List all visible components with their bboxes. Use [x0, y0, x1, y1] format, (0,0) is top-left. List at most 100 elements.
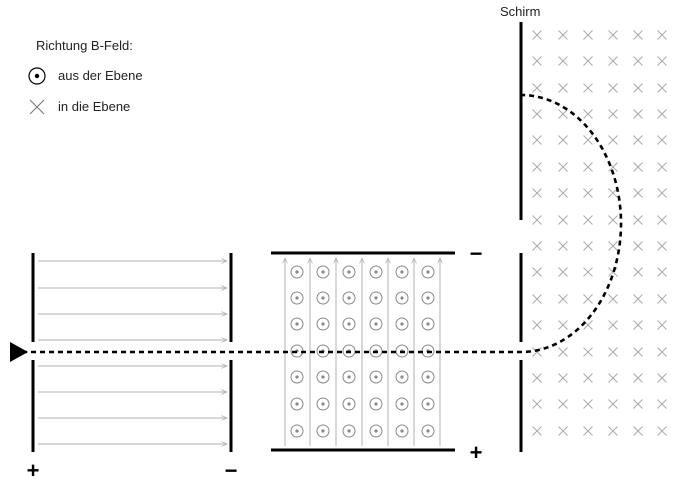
cross-icon — [657, 347, 667, 357]
cross-icon — [633, 426, 643, 436]
cross-icon — [657, 188, 667, 198]
cross-icon — [583, 135, 593, 145]
cross-icon — [608, 426, 618, 436]
dot-in-circle-icon — [395, 370, 409, 384]
cross-icon — [558, 426, 568, 436]
cross-icon — [657, 426, 667, 436]
dot-in-circle-icon — [290, 424, 304, 438]
dot-in-circle-icon — [369, 291, 383, 305]
dot-in-circle-icon — [421, 317, 435, 331]
cross-icon — [532, 267, 542, 277]
dot-in-circle-icon — [290, 291, 304, 305]
cross-icon — [657, 135, 667, 145]
cross-icon — [633, 294, 643, 304]
cross-icon — [633, 135, 643, 145]
cross-icon — [608, 188, 618, 198]
cross-icon — [532, 135, 542, 145]
cross-icon — [558, 188, 568, 198]
cross-icon — [532, 399, 542, 409]
cross-icon — [583, 188, 593, 198]
cross-icon — [633, 373, 643, 383]
cross-icon — [558, 347, 568, 357]
cross-icon — [583, 373, 593, 383]
cross-icon — [608, 373, 618, 383]
cross-icon — [558, 399, 568, 409]
cross-icon — [558, 373, 568, 383]
cross-icon — [657, 83, 667, 93]
screen-label: Schirm — [500, 4, 540, 19]
cross-icon — [657, 30, 667, 40]
into-plane-field-region — [532, 30, 667, 436]
cross-icon — [608, 399, 618, 409]
cross-icon — [532, 241, 542, 251]
cross-icon — [657, 215, 667, 225]
cross-icon — [532, 347, 542, 357]
legend-out-of-plane-label: aus der Ebene — [58, 68, 143, 83]
cross-icon — [532, 294, 542, 304]
cross-icon — [558, 56, 568, 66]
cross-icon — [608, 135, 618, 145]
dot-in-circle-icon — [316, 424, 330, 438]
cross-icon — [657, 294, 667, 304]
velocity-filter-bottom-sign: + — [470, 440, 483, 465]
cross-icon — [608, 30, 618, 40]
legend-into-plane-label: in die Ebene — [58, 99, 130, 114]
cross-icon — [657, 241, 667, 251]
cross-icon — [532, 320, 542, 330]
legend-title: Richtung B-Feld: — [36, 38, 133, 53]
cross-icon — [558, 320, 568, 330]
dot-in-circle-icon — [342, 397, 356, 411]
cross-icon — [608, 109, 618, 119]
dot-in-circle-icon — [342, 265, 356, 279]
triangle-arrow-icon — [10, 342, 28, 362]
dot-in-circle-icon — [28, 67, 46, 85]
dot-in-circle-icon — [369, 370, 383, 384]
velocity-filter-top-sign: − — [470, 241, 483, 266]
dot-in-circle-icon — [421, 397, 435, 411]
dot-in-circle-icon — [421, 265, 435, 279]
cross-icon — [532, 109, 542, 119]
cross-icon — [633, 347, 643, 357]
cross-icon — [532, 83, 542, 93]
dot-in-circle-icon — [395, 317, 409, 331]
cross-icon — [558, 215, 568, 225]
dot-in-circle-icon — [421, 370, 435, 384]
dot-in-circle-icon — [290, 397, 304, 411]
dot-in-circle-icon — [342, 370, 356, 384]
cross-icon — [558, 162, 568, 172]
dot-in-circle-icon — [369, 317, 383, 331]
cross-icon — [657, 56, 667, 66]
cross-icon — [657, 399, 667, 409]
cross-icon — [532, 373, 542, 383]
dot-in-circle-icon — [369, 397, 383, 411]
dot-in-circle-icon — [395, 397, 409, 411]
dot-in-circle-icon — [316, 291, 330, 305]
dot-in-circle-icon — [369, 265, 383, 279]
cross-icon — [558, 135, 568, 145]
cross-icon — [633, 215, 643, 225]
cross-icon — [583, 241, 593, 251]
cross-icon — [633, 83, 643, 93]
cross-icon — [633, 320, 643, 330]
cross-icon — [583, 347, 593, 357]
accelerator-left-sign: + — [27, 458, 40, 483]
cross-icon — [583, 56, 593, 66]
cross-icon — [583, 426, 593, 436]
cross-icon — [583, 83, 593, 93]
cross-icon — [532, 426, 542, 436]
cross-icon — [633, 109, 643, 119]
cross-icon — [583, 267, 593, 277]
dot-in-circle-icon — [369, 424, 383, 438]
cross-icon — [633, 267, 643, 277]
cross-icon — [657, 267, 667, 277]
cross-icon — [633, 30, 643, 40]
dot-in-circle-icon — [290, 317, 304, 331]
cross-icon — [583, 215, 593, 225]
cross-icon — [532, 188, 542, 198]
dot-in-circle-icon — [342, 424, 356, 438]
cross-icon — [583, 109, 593, 119]
cross-icon — [29, 99, 45, 115]
cross-icon — [633, 188, 643, 198]
